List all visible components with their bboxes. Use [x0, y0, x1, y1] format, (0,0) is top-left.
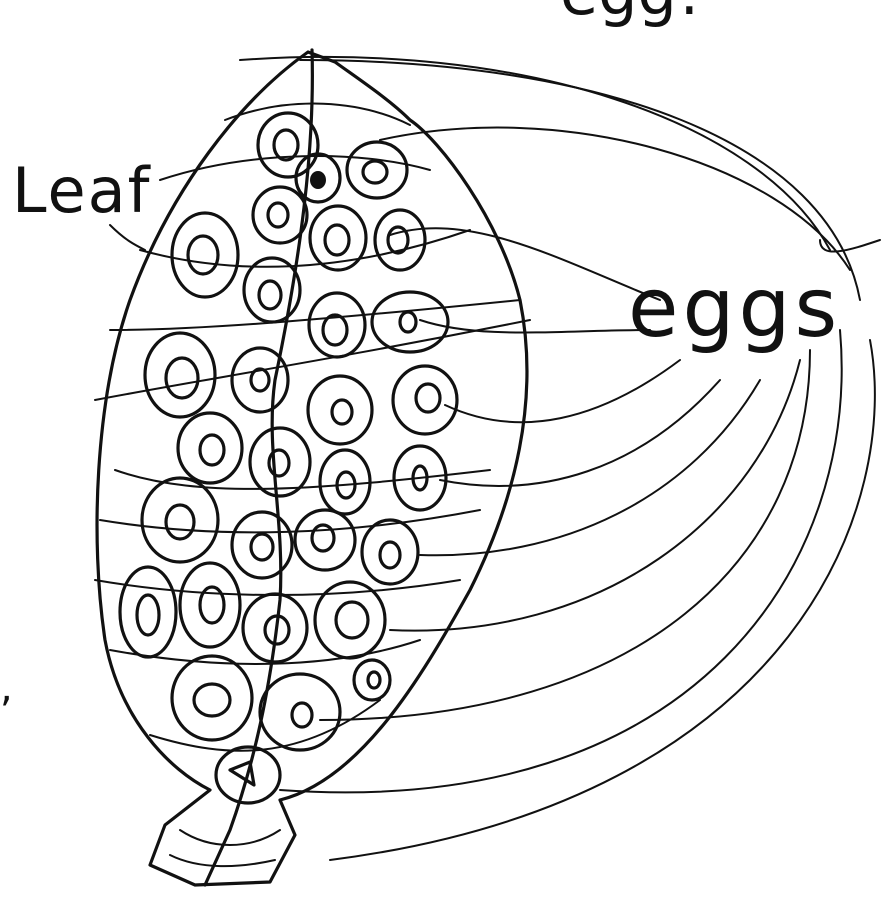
pointer-line [420, 320, 650, 333]
egg [309, 293, 365, 357]
pointer-line [330, 340, 875, 860]
egg [375, 210, 425, 270]
label-left-fragment: , [0, 668, 13, 708]
egg [232, 512, 292, 578]
egg [354, 660, 390, 700]
leaf-stem-line [170, 855, 275, 866]
egg [232, 348, 288, 412]
label-top-fragment: egg! [560, 0, 702, 24]
leaf-vein [225, 104, 410, 125]
eggs-pointer-lines [240, 57, 880, 860]
pointer-line [240, 57, 830, 250]
egg [260, 674, 340, 750]
egg [310, 206, 366, 270]
egg [308, 376, 372, 444]
pointer-line [445, 360, 680, 422]
egg [320, 450, 370, 514]
egg [142, 478, 218, 562]
egg [178, 413, 242, 483]
label-leaf: Leaf [12, 160, 151, 222]
pointer-line [420, 380, 760, 555]
egg [172, 213, 238, 297]
egg [296, 154, 340, 202]
pointer-line [380, 128, 850, 270]
egg [362, 520, 418, 584]
leaf-vein [95, 320, 530, 400]
egg [250, 428, 310, 496]
egg [393, 366, 457, 434]
egg [172, 656, 252, 740]
egg [295, 510, 355, 570]
egg [120, 567, 176, 657]
egg [243, 594, 307, 662]
egg [145, 333, 215, 417]
egg [180, 563, 240, 647]
egg [347, 142, 407, 198]
eggs-cluster [120, 113, 457, 803]
egg [253, 187, 307, 243]
leaf-pointer-line [110, 225, 145, 250]
pointer-line [390, 228, 660, 300]
pointer-line [390, 360, 800, 631]
label-eggs: eggs [628, 268, 841, 350]
